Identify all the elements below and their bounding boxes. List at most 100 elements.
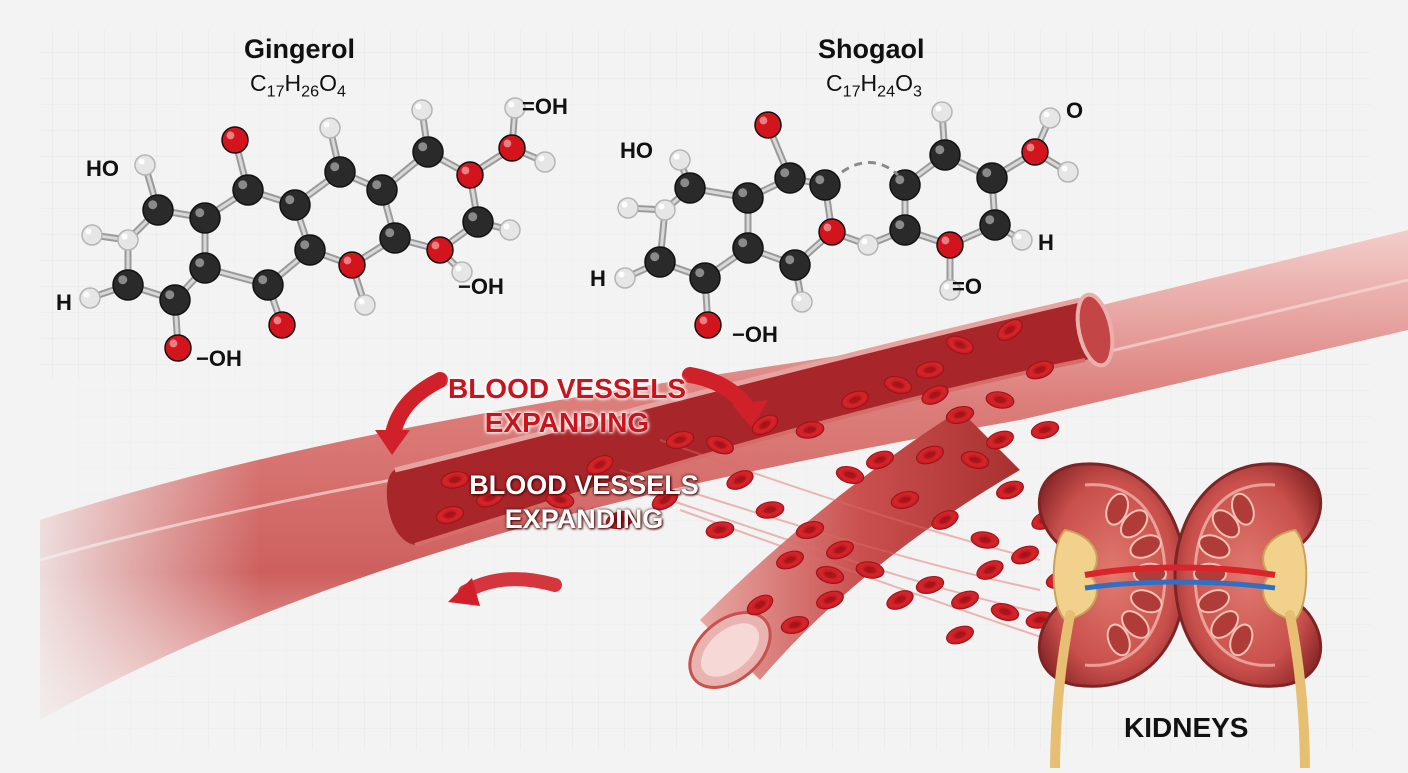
red-blood-cell: [815, 565, 845, 585]
gingerol-formula: C17H26O4: [250, 70, 346, 101]
gingerol-hydrogen-atom: [81, 224, 103, 246]
red-blood-cell: [1026, 360, 1054, 380]
gingerol-carbon-atom: [294, 234, 326, 266]
shogaol-carbon-atom: [889, 169, 921, 201]
red-blood-cell: [1011, 545, 1039, 565]
branch-blood-vessel: [688, 410, 1020, 689]
red-blood-cell: [890, 490, 920, 510]
red-blood-cell: [951, 590, 979, 610]
shogaol-hydrogen-atom: [1057, 161, 1079, 183]
shogaol-carbon-atom: [976, 162, 1008, 194]
shogaol-hydrogen-atom: [931, 101, 953, 123]
gingerol-carbon-atom: [189, 252, 221, 284]
kidneys-label: KIDNEYS: [1124, 712, 1249, 743]
gingerol-carbon-atom: [189, 202, 221, 234]
gingerol-title: Gingerol: [244, 34, 356, 64]
red-blood-cell: [866, 450, 894, 470]
red-blood-cell: [916, 445, 944, 465]
shogaol-carbon-atom: [779, 249, 811, 281]
shogaol-hydrogen-atom: [791, 291, 813, 313]
red-blood-cell: [946, 335, 974, 355]
open-vessel-segment: [386, 292, 1115, 547]
gingerol-h-label: H: [56, 290, 72, 315]
gingerol-hydrogen-atom: [499, 219, 521, 241]
shogaol-hydrogen-atom: [1039, 107, 1061, 129]
red-blood-cell: [886, 590, 914, 610]
gingerol-carbon-atom: [324, 156, 356, 188]
red-blood-cell: [841, 390, 869, 410]
shogaol-carbon-atom: [889, 214, 921, 246]
shogaol-oh-label: −OH: [732, 322, 778, 347]
shogaol-oxygen-atom: [818, 218, 846, 246]
shogaol-carbon-atom: [674, 172, 706, 204]
shogaol-carbon-atom: [774, 162, 806, 194]
gingerol-carbon-atom: [279, 189, 311, 221]
gingerol-oxygen-atom: [338, 251, 366, 279]
gingerol-hydrogen-atom: [319, 117, 341, 139]
gingerol-oxygen-atom: [268, 311, 296, 339]
gingerol-oxygen-atom: [456, 161, 484, 189]
gingerol-oh-top-label: =OH: [522, 94, 568, 119]
gingerol-oxygen-atom: [221, 126, 249, 154]
red-blood-cell: [921, 385, 949, 405]
shogaol-h-left-label: H: [590, 266, 606, 291]
red-blood-cell: [776, 550, 804, 570]
gingerol-molecule: [79, 97, 556, 362]
gingerol-hydrogen-atom: [117, 229, 139, 251]
renal-artery: [1084, 564, 1276, 578]
red-blood-cell: [586, 455, 614, 475]
gingerol-carbon-atom: [159, 284, 191, 316]
right-kidney: [1173, 462, 1323, 773]
red-blood-cell: [706, 435, 734, 455]
red-blood-cell: [751, 414, 779, 436]
shogaol-h-right-label: H: [1038, 230, 1054, 255]
gingerol-hydrogen-atom: [79, 287, 101, 309]
gingerol-oxygen-atom: [498, 134, 526, 162]
shogaol-carbon-atom: [689, 262, 721, 294]
red-blood-cell: [435, 505, 465, 525]
vessel-expanding-inner-label: BLOOD VESSELS EXPANDING: [469, 470, 699, 534]
gingerol-oh-mid-label: −OH: [458, 274, 504, 299]
shogaol-carbon-atom: [979, 209, 1011, 241]
gingerol-carbon-atom: [412, 136, 444, 168]
shogaol-oxygen-atom: [694, 311, 722, 339]
shogaol-oxygen-atom: [754, 111, 782, 139]
shogaol-carbon-atom: [732, 182, 764, 214]
gingerol-hydrogen-atom: [134, 154, 156, 176]
left-kidney: [1037, 462, 1187, 773]
shogaol-oxygen-atom: [936, 231, 964, 259]
gingerol-hydrogen-atom: [534, 151, 556, 173]
shogaol-o-top-label: O: [1066, 98, 1084, 123]
red-blood-cell: [746, 594, 774, 616]
gingerol-hydrogen-atom: [354, 294, 376, 316]
red-blood-cell: [946, 625, 974, 645]
red-blood-cell: [816, 590, 844, 610]
red-blood-cell: [855, 561, 885, 579]
shogaol-hydrogen-atom: [669, 149, 691, 171]
expansion-arrows: [375, 367, 768, 606]
gingerol-carbon-atom: [366, 174, 398, 206]
gingerol-carbon-atom: [462, 206, 494, 238]
shogaol-hydrogen-atom: [857, 234, 879, 256]
gingerol-hydrogen-atom: [411, 99, 433, 121]
red-blood-cell: [545, 491, 575, 509]
shogaol-oxygen-atom: [1021, 138, 1049, 166]
shogaol-formula: C17H24O3: [826, 70, 922, 101]
red-blood-cell: [945, 405, 975, 425]
shogaol-ho-label: HO: [620, 138, 653, 163]
red-blood-cell: [795, 520, 825, 540]
shogaol-carbon-atom: [644, 246, 676, 278]
red-blood-cell: [755, 501, 785, 519]
red-blood-cell: [986, 430, 1014, 450]
shogaol-dashed-bond: [841, 161, 900, 177]
red-blood-cell: [915, 575, 945, 595]
gingerol-carbon-atom: [142, 194, 174, 226]
red-blood-cell: [726, 470, 754, 490]
red-blood-cell: [651, 489, 679, 511]
shogaol-molecule: [614, 101, 1079, 339]
gingerol-carbon-atom: [252, 269, 284, 301]
renal-vein: [1084, 579, 1276, 591]
gingerol-carbon-atom: [232, 174, 264, 206]
red-blood-cell: [705, 521, 735, 539]
